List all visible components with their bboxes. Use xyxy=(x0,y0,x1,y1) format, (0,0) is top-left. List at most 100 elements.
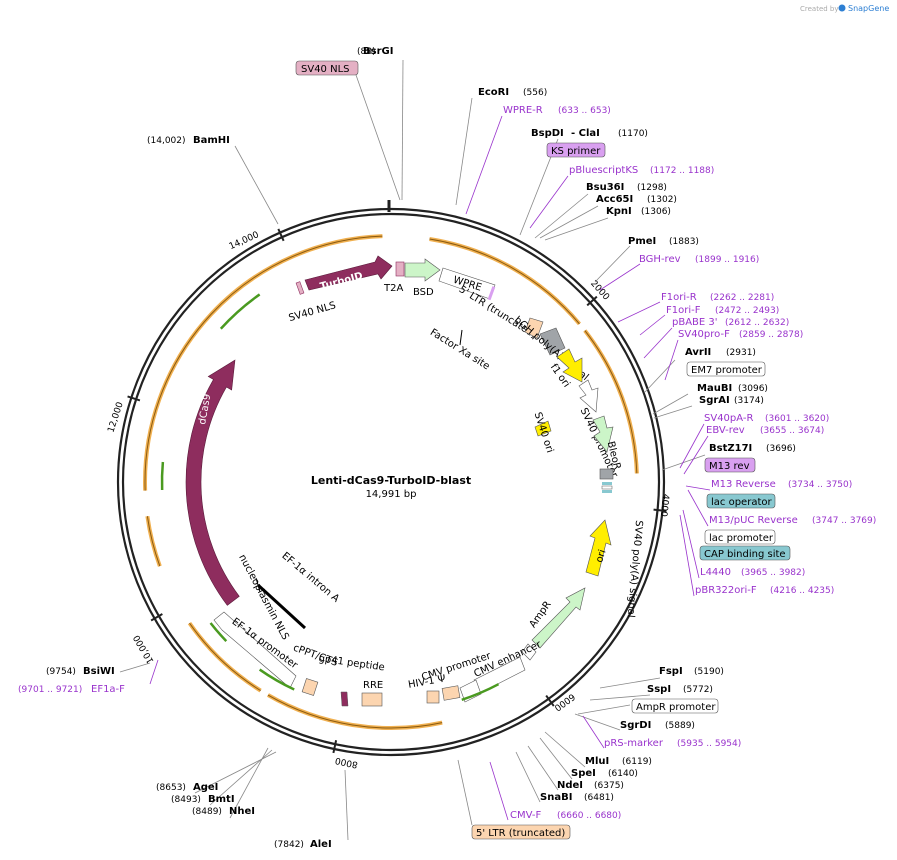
ampr-promoter-text[interactable]: AmpR promoter xyxy=(636,702,716,713)
f1-ori-arrow[interactable] xyxy=(556,348,583,383)
ltr-trunc-box-label xyxy=(471,824,571,840)
site-bmti[interactable]: BmtI xyxy=(208,794,235,805)
primer-leader-13 xyxy=(582,715,605,749)
site-bsu36i[interactable]: Bsu36I xyxy=(586,182,624,193)
ef1a-intron-line[interactable] xyxy=(256,583,307,630)
primer-m13-reverse[interactable]: M13 Reverse xyxy=(711,479,776,490)
leader-9 xyxy=(644,359,676,393)
site-bsrgi[interactable]: BsrGI xyxy=(363,46,393,57)
leader-25 xyxy=(194,751,277,794)
primer-pbabe[interactable]: pBABE 3' xyxy=(672,317,718,328)
sv40-polya-box[interactable] xyxy=(599,468,614,480)
site-alei[interactable]: AleI xyxy=(310,839,332,850)
site-bspdi[interactable]: BspDI xyxy=(531,128,564,139)
primer-leader-7 xyxy=(679,423,705,469)
primer-leader-0 xyxy=(465,115,503,215)
ltr-trunc-inner-box[interactable] xyxy=(426,690,440,704)
site-maubi[interactable]: MauBI xyxy=(697,383,732,394)
site-bstz17i[interactable]: BstZ17I xyxy=(709,443,752,454)
primer-prs-marker[interactable]: pRS-marker xyxy=(604,738,664,749)
ori-arrow[interactable] xyxy=(585,519,612,577)
sv40-nls-box xyxy=(295,281,305,295)
primer-ebv-rev[interactable]: EBV-rev xyxy=(706,425,745,436)
tick-mark-3 xyxy=(332,740,338,754)
site-avrii[interactable]: AvrII xyxy=(685,347,711,358)
sv40-ori-box[interactable] xyxy=(534,420,552,437)
primer-leader-9 xyxy=(685,485,711,491)
site-sspi[interactable]: SspI xyxy=(647,684,671,695)
ltr5-box[interactable] xyxy=(524,317,544,339)
ef1a-intron-label: EF-1α intron A xyxy=(279,551,341,605)
em7-text[interactable]: EM7 promoter xyxy=(691,365,763,376)
primer-m13puc-reverse[interactable]: M13/pUC Reverse xyxy=(709,515,798,526)
site-ndei[interactable]: NdeI xyxy=(557,780,583,791)
leader-13 xyxy=(599,677,661,689)
lac-operator-box xyxy=(706,493,776,509)
site-bamhi[interactable]: BamHI xyxy=(193,135,230,146)
rre-box[interactable] xyxy=(361,692,383,707)
ef1a-promoter-arrow[interactable] xyxy=(213,611,297,689)
lac-promoter-text[interactable]: lac promoter xyxy=(709,533,774,544)
leader-10 xyxy=(652,393,689,415)
dcas9-arrow[interactable] xyxy=(185,359,240,606)
gp41-box[interactable] xyxy=(340,691,349,707)
primer-f1ori-f[interactable]: F1ori-F xyxy=(666,305,701,316)
site-pmei[interactable]: PmeI xyxy=(628,236,656,247)
cmv-promoter-box[interactable] xyxy=(459,679,482,703)
primer-sv40pro-f[interactable]: SV40pro-F xyxy=(678,329,730,340)
site-bsiwi[interactable]: BsiWI xyxy=(83,666,115,677)
ampr-arrow[interactable] xyxy=(531,587,586,649)
leader-20 xyxy=(515,751,541,803)
primer-pbabe-pos: (2612 .. 2632) xyxy=(725,318,789,328)
bsd-arrow[interactable] xyxy=(404,258,441,282)
factor-xa-line xyxy=(459,329,463,346)
ks-primer-text[interactable]: KS primer xyxy=(551,146,601,157)
primer-bgh-rev[interactable]: BGH-rev xyxy=(639,254,681,265)
site-agei[interactable]: AgeI xyxy=(193,782,218,793)
ori-label: ori xyxy=(594,548,608,564)
outer-labels: (88) BsrGI SV40 NLS (14,002) BamHI EcoRI… xyxy=(18,46,876,850)
feature-arcs xyxy=(143,234,639,730)
ltr-trunc-text[interactable]: 5' LTR (truncated) xyxy=(476,828,565,839)
site-spei[interactable]: SpeI xyxy=(571,768,596,779)
primer-f1ori-r[interactable]: F1ori-R xyxy=(661,292,697,303)
ef1a-intron-start-tick xyxy=(255,577,261,593)
lac-operator-text[interactable]: lac operator xyxy=(711,497,772,508)
primer-cmv-f[interactable]: CMV-F xyxy=(510,810,541,821)
m13-rev-text[interactable]: M13 rev xyxy=(709,461,750,472)
site-kpni[interactable]: KpnI xyxy=(606,206,632,217)
turboid-arrow[interactable] xyxy=(304,255,393,291)
primer-leader-2 xyxy=(599,263,641,291)
primer-pbluescriptks-pos: (1172 .. 1188) xyxy=(650,166,714,176)
leader-2 xyxy=(234,145,279,225)
site-sgrai[interactable]: SgrAI xyxy=(699,395,730,406)
primer-leader-1 xyxy=(529,175,569,229)
site-clai[interactable]: - ClaI xyxy=(571,128,600,139)
primer-l4440[interactable]: L4440 xyxy=(700,567,731,578)
site-mlui[interactable]: MluI xyxy=(585,756,609,767)
t2a-box xyxy=(395,261,405,277)
site-nhei-pos: (8489) xyxy=(192,807,222,817)
ampr-promoter-box[interactable] xyxy=(521,643,537,661)
site-snabi[interactable]: SnaBI xyxy=(540,792,572,803)
bleor-arrow[interactable] xyxy=(592,415,614,453)
site-sgrdi[interactable]: SgrDI xyxy=(620,720,651,731)
primer-wpre-r-pos: (633 .. 653) xyxy=(558,106,611,116)
cap-site-text[interactable]: CAP binding site xyxy=(704,549,786,560)
site-acc65i[interactable]: Acc65I xyxy=(596,194,633,205)
bgh-box[interactable] xyxy=(539,327,566,356)
primer-sv40pa-r[interactable]: SV40pA-R xyxy=(704,413,753,424)
site-mlui-pos: (6119) xyxy=(622,757,652,767)
cppt-box[interactable] xyxy=(301,678,319,696)
primer-pbluescriptks[interactable]: pBluescriptKS xyxy=(569,165,638,176)
primer-wpre-r[interactable]: WPRE-R xyxy=(503,105,543,116)
primer-ef1a-f[interactable]: EF1a-F xyxy=(91,684,125,695)
site-fspi[interactable]: FspI xyxy=(659,666,683,677)
sv40-promoter-arrow[interactable] xyxy=(578,379,599,413)
site-ecori[interactable]: EcoRI xyxy=(478,87,509,98)
site-nhei[interactable]: NheI xyxy=(229,806,255,817)
site-sgrdi-pos: (5889) xyxy=(665,721,695,731)
site-pmei-pos: (1883) xyxy=(669,237,699,247)
primer-pbr322ori-f[interactable]: pBR322ori-F xyxy=(695,585,757,596)
hiv1-psi-box[interactable] xyxy=(441,685,461,701)
